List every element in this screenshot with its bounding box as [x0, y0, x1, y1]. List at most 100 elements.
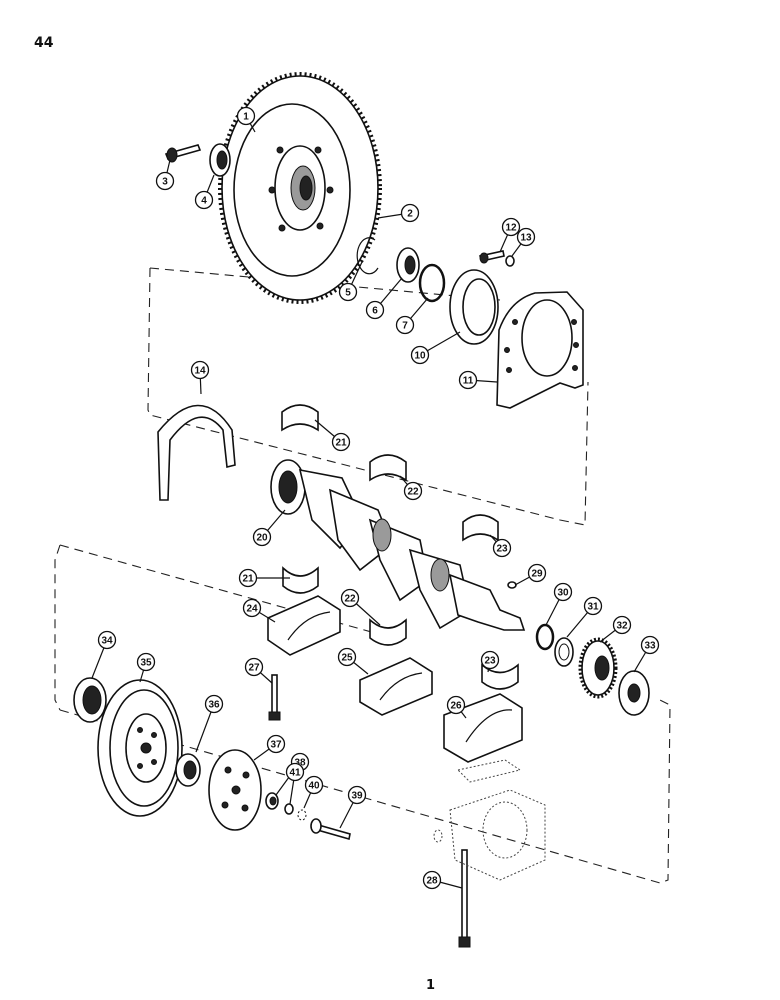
- callout-label: 13: [520, 233, 532, 244]
- callout-28: 28: [422, 870, 463, 890]
- lock-washer: [284, 803, 294, 815]
- callout-circle: [136, 652, 156, 672]
- flat-washer: [297, 809, 307, 821]
- woodruff-key: [507, 581, 517, 589]
- callout-circle: [612, 615, 632, 635]
- callout-circle: [236, 106, 256, 126]
- callout-23: 23: [489, 534, 512, 558]
- callout-label: 22: [344, 594, 356, 605]
- callout-label: 37: [270, 740, 282, 751]
- callout-5: 5: [338, 261, 363, 302]
- bearing-cap-24: [267, 595, 341, 656]
- callout-40: 40: [303, 775, 324, 809]
- seal-retainer-plate: [496, 291, 584, 409]
- hub-bolt: [310, 818, 351, 841]
- callout-34: 34: [91, 630, 117, 679]
- callout-23: 23: [480, 650, 500, 673]
- oil-slinger: [618, 670, 650, 716]
- callout-circle: [422, 870, 442, 890]
- callout-circle: [583, 596, 603, 616]
- retainer-bolt: [478, 250, 505, 264]
- lower-bearing-shell-21: [282, 566, 319, 594]
- callout-32: 32: [599, 615, 632, 643]
- callout-circle: [492, 538, 512, 558]
- callouts: 1234567101112131420212223212223242526272…: [91, 106, 660, 890]
- callout-2: 2: [377, 203, 420, 223]
- callout-circle: [252, 527, 272, 547]
- callout-circle: [340, 588, 360, 608]
- callout-label: 39: [351, 791, 363, 802]
- callout-10: 10: [410, 331, 461, 365]
- front-seal: [73, 677, 107, 723]
- callout-circle: [266, 734, 286, 754]
- callout-circle: [97, 630, 117, 650]
- callout-circle: [238, 568, 258, 588]
- callout-label: 31: [587, 602, 599, 613]
- callout-label: 5: [345, 288, 351, 299]
- callout-20: 20: [252, 509, 286, 547]
- callout-circle: [331, 432, 351, 452]
- cap-bolt-27: [268, 674, 281, 721]
- callout-circle: [403, 481, 423, 501]
- flywheel-bolt: [164, 144, 202, 163]
- callout-label: 26: [450, 701, 462, 712]
- callout-label: 11: [463, 376, 474, 387]
- callout-circle: [501, 217, 521, 237]
- callout-label: 20: [256, 533, 268, 544]
- callout-label: 1: [243, 112, 249, 123]
- callout-label: 27: [248, 663, 260, 674]
- o-ring: [418, 263, 446, 303]
- retainer-washer: [505, 255, 515, 267]
- crankshaft-gear: [578, 637, 618, 699]
- callout-35: 35: [136, 652, 156, 683]
- callout-circle: [365, 300, 385, 320]
- callout-label: 32: [616, 621, 628, 632]
- callout-circle: [285, 762, 305, 782]
- spacer-31: [554, 637, 574, 667]
- callout-circle: [446, 695, 466, 715]
- callout-label: 23: [496, 544, 508, 555]
- callout-36: 36: [195, 694, 224, 753]
- callout-label: 22: [407, 487, 419, 498]
- callout-24: 24: [242, 598, 276, 623]
- callout-6: 6: [365, 277, 403, 320]
- callout-circle: [527, 563, 547, 583]
- callout-label: 2: [407, 209, 413, 220]
- callout-label: 21: [242, 574, 254, 585]
- bearing-cap-25: [359, 657, 433, 716]
- callout-circle: [338, 282, 358, 302]
- callout-circle: [516, 227, 536, 247]
- callout-label: 29: [531, 569, 543, 580]
- rear-oil-seal: [449, 269, 499, 345]
- cap-bolt-28: [458, 849, 471, 948]
- callout-circle: [242, 598, 262, 618]
- callout-29: 29: [514, 563, 547, 586]
- callout-30: 30: [545, 582, 573, 626]
- callout-label: 4: [201, 196, 207, 207]
- callout-label: 7: [402, 321, 408, 332]
- callout-label: 10: [414, 351, 426, 362]
- callout-label: 28: [426, 876, 438, 887]
- callout-label: 40: [308, 781, 320, 792]
- callout-label: 36: [208, 700, 220, 711]
- callout-21: 21: [238, 568, 290, 588]
- callout-12: 12: [499, 217, 521, 253]
- upper-bearing-shell-21: [281, 404, 319, 432]
- callout-21: 21: [314, 419, 351, 452]
- callout-27: 27: [244, 657, 273, 684]
- callout-22: 22: [399, 475, 423, 501]
- crankshaft: [270, 459, 526, 631]
- callout-circle: [410, 345, 430, 365]
- callout-circle: [190, 360, 210, 380]
- callout-label: 35: [140, 658, 152, 669]
- callout-label: 12: [505, 223, 517, 234]
- pulley-spacer: [175, 753, 201, 787]
- callout-label: 23: [484, 656, 496, 667]
- bearing-cap-26: [443, 693, 523, 763]
- callout-label: 6: [372, 306, 378, 317]
- callout-circle: [244, 657, 264, 677]
- callout-circle: [194, 190, 214, 210]
- callout-circle: [304, 775, 324, 795]
- callout-31: 31: [566, 596, 603, 638]
